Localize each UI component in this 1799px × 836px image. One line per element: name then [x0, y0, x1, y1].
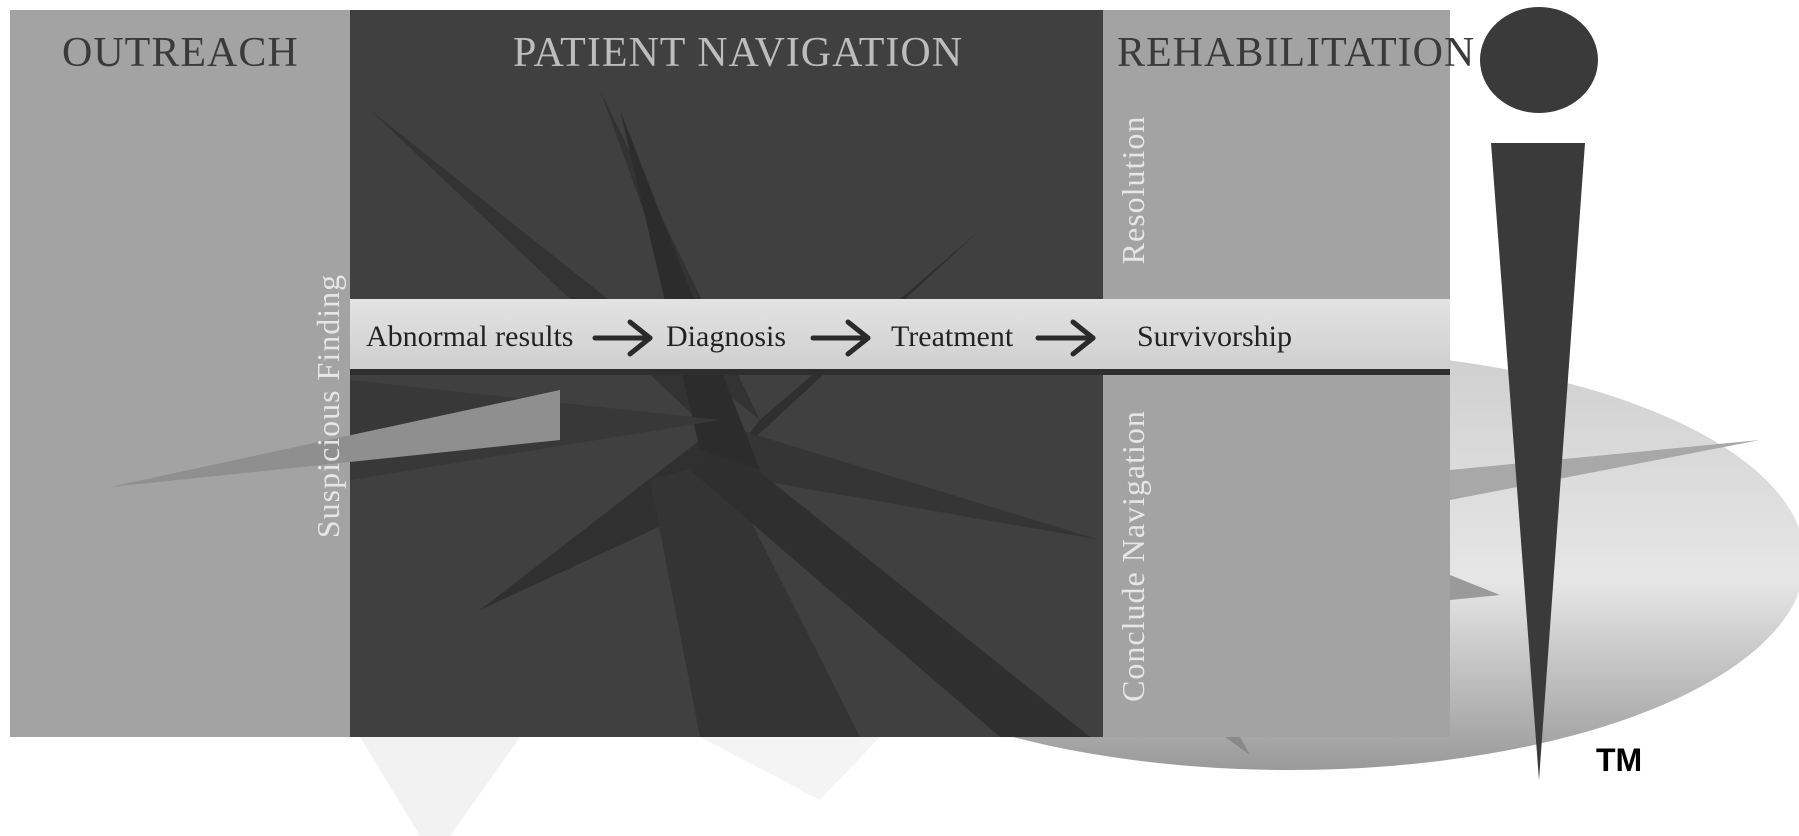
flow-band-shadow — [350, 369, 1450, 375]
trademark-symbol: TM — [1596, 742, 1643, 778]
vertical-label-conclude-navigation: Conclude Navigation — [1115, 410, 1151, 702]
column-header-outreach: OUTREACH — [62, 30, 299, 76]
step-treatment: Treatment — [891, 320, 1014, 353]
i-logo-icon — [1480, 7, 1598, 780]
outreach-panel — [10, 10, 350, 737]
right-arrow-icon — [810, 319, 871, 357]
star-point-left — [110, 390, 560, 487]
vertical-label-suspicious-finding: Suspicious Finding — [310, 273, 346, 539]
step-survivorship: Survivorship — [1137, 320, 1293, 353]
star-point-right-lower — [1450, 575, 1500, 600]
right-arrow-icon — [1035, 319, 1096, 357]
column-header-patient-navigation: PATIENT NAVIGATION — [513, 30, 964, 76]
step-abnormal-results: Abnormal results — [366, 320, 574, 353]
faint-star-point — [360, 737, 520, 836]
flow-band — [350, 299, 1450, 369]
vertical-label-resolution: Resolution — [1115, 115, 1151, 265]
star-point-bottom — [1225, 737, 1250, 755]
faint-star-point — [700, 737, 880, 800]
column-header-rehabilitation: REHABILITATION — [1117, 30, 1476, 76]
right-arrow-icon — [592, 319, 653, 357]
step-diagnosis: Diagnosis — [666, 320, 786, 353]
